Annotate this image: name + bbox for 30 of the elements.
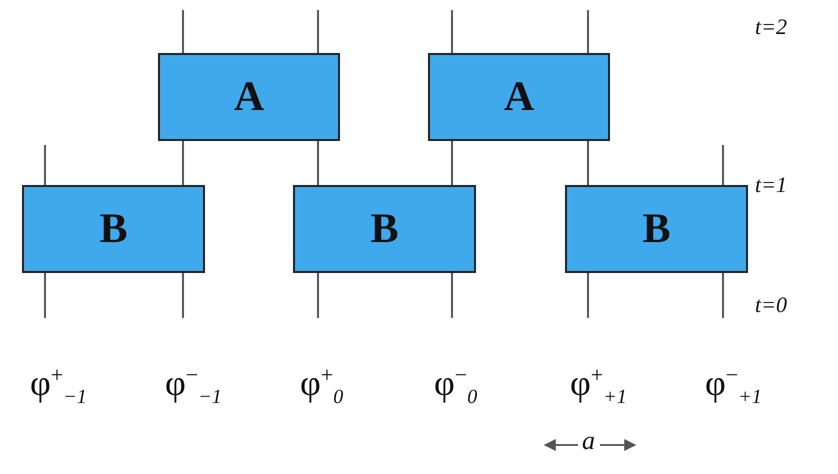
- wire-line: [451, 273, 453, 318]
- wire-line: [44, 145, 46, 185]
- wire-line: [317, 273, 319, 318]
- wire-line: [587, 141, 589, 185]
- wire-line: [317, 141, 319, 185]
- gate-box: [158, 53, 340, 141]
- dimension-label: a: [582, 426, 595, 456]
- gate-label: B: [370, 205, 398, 253]
- wire-line: [587, 273, 589, 318]
- time-label: t=0: [755, 292, 787, 318]
- time-label: t=2: [755, 14, 787, 40]
- gate-label: B: [99, 205, 128, 253]
- time-label: t=1: [755, 172, 787, 198]
- wire-line: [44, 273, 46, 318]
- gate-box: [565, 185, 748, 273]
- gate-box: [293, 185, 476, 273]
- gate-box: [22, 185, 205, 273]
- wire-line: [451, 141, 453, 185]
- gate-label: B: [642, 205, 670, 253]
- wire-line: [182, 10, 184, 53]
- wire-line: [722, 145, 724, 185]
- wire-line: [587, 10, 589, 53]
- wire-line: [182, 273, 184, 318]
- gate-box: [428, 53, 610, 141]
- wire-line: [722, 273, 724, 318]
- gate-label: A: [504, 73, 534, 121]
- wire-line: [317, 10, 319, 53]
- gate-label: A: [234, 73, 264, 121]
- wire-line: [182, 141, 184, 185]
- wire-line: [451, 10, 453, 53]
